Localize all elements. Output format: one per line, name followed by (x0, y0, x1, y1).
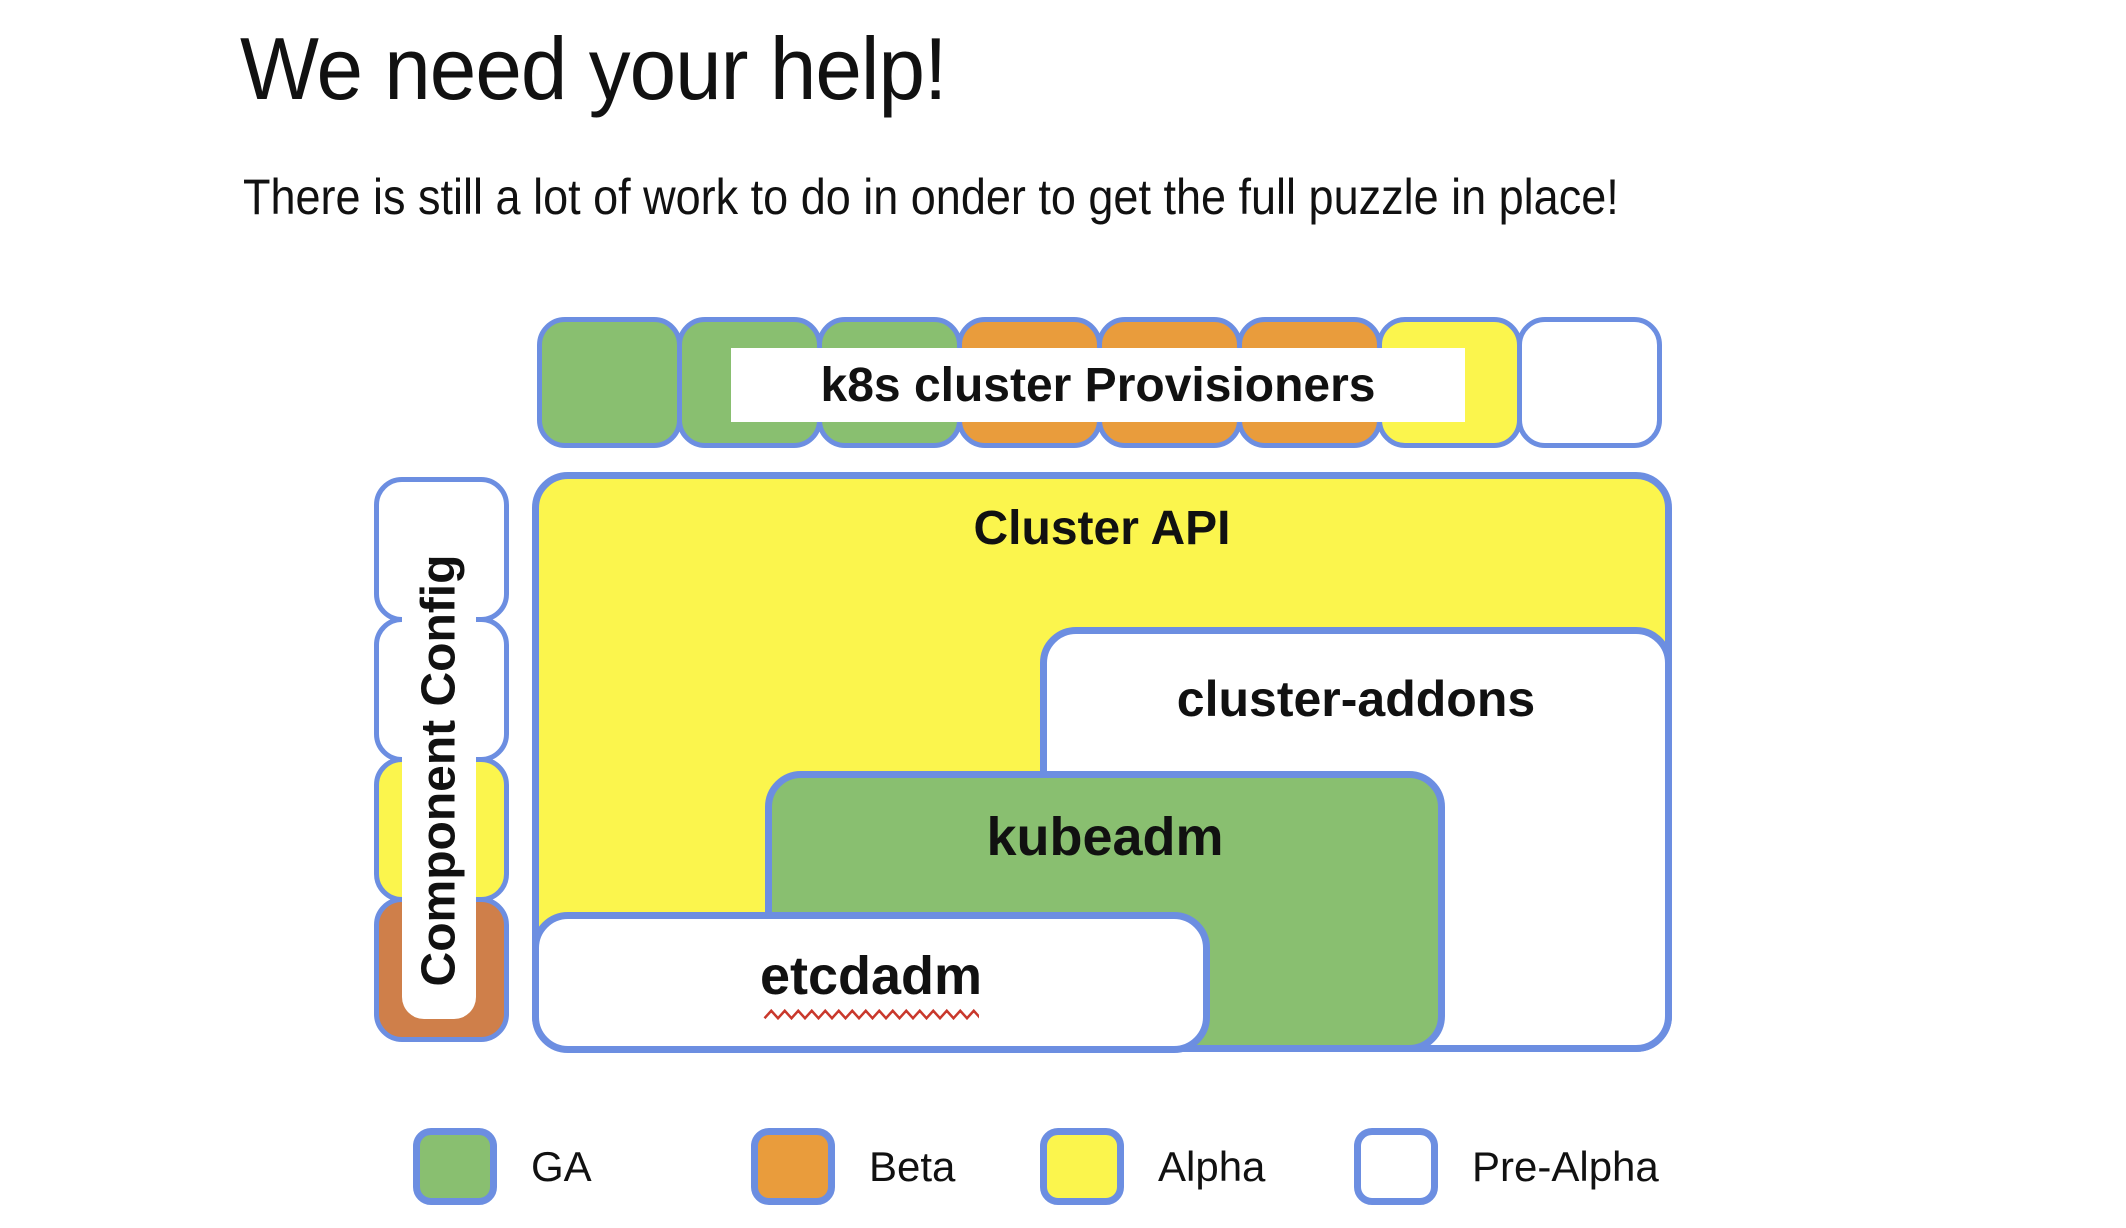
legend-item-alpha: Alpha (1040, 1128, 1265, 1205)
legend-item-pre-alpha: Pre-Alpha (1354, 1128, 1659, 1205)
provisioner-piece-ga (537, 317, 682, 448)
legend-swatch-ga (413, 1128, 497, 1205)
cluster-addons-label: cluster-addons (1176, 671, 1536, 727)
legend-swatch-alpha (1040, 1128, 1124, 1205)
legend-label: Alpha (1158, 1142, 1266, 1190)
spellcheck-squiggle (763, 1008, 979, 1020)
status-legend: GA Beta Alpha Pre-Alpha (0, 1128, 2126, 1208)
legend-label: Pre-Alpha (1472, 1142, 1659, 1190)
provisioners-label-text: k8s cluster Provisioners (820, 358, 1376, 412)
provisioner-piece-pre-alpha (1517, 317, 1662, 448)
component-config-label-text: Component Config (412, 554, 466, 987)
provisioners-label: k8s cluster Provisioners (731, 348, 1465, 422)
etcdadm-box: etcdadm (532, 912, 1210, 1053)
kubeadm-label: kubeadm (986, 807, 1224, 867)
legend-label: GA (531, 1142, 592, 1190)
legend-swatch-pre-alpha (1354, 1128, 1438, 1205)
legend-label: Beta (869, 1142, 956, 1190)
legend-item-ga: GA (413, 1128, 592, 1205)
cluster-api-label: Cluster API (973, 502, 1231, 555)
legend-item-beta: Beta (751, 1128, 955, 1205)
legend-swatch-beta (751, 1128, 835, 1205)
slide-subtitle: There is still a lot of work to do in on… (243, 169, 1619, 225)
slide-title: We need your help! (240, 19, 947, 118)
component-config-label: Component Config (402, 522, 476, 1019)
etcdadm-label: etcdadm (759, 946, 983, 1006)
